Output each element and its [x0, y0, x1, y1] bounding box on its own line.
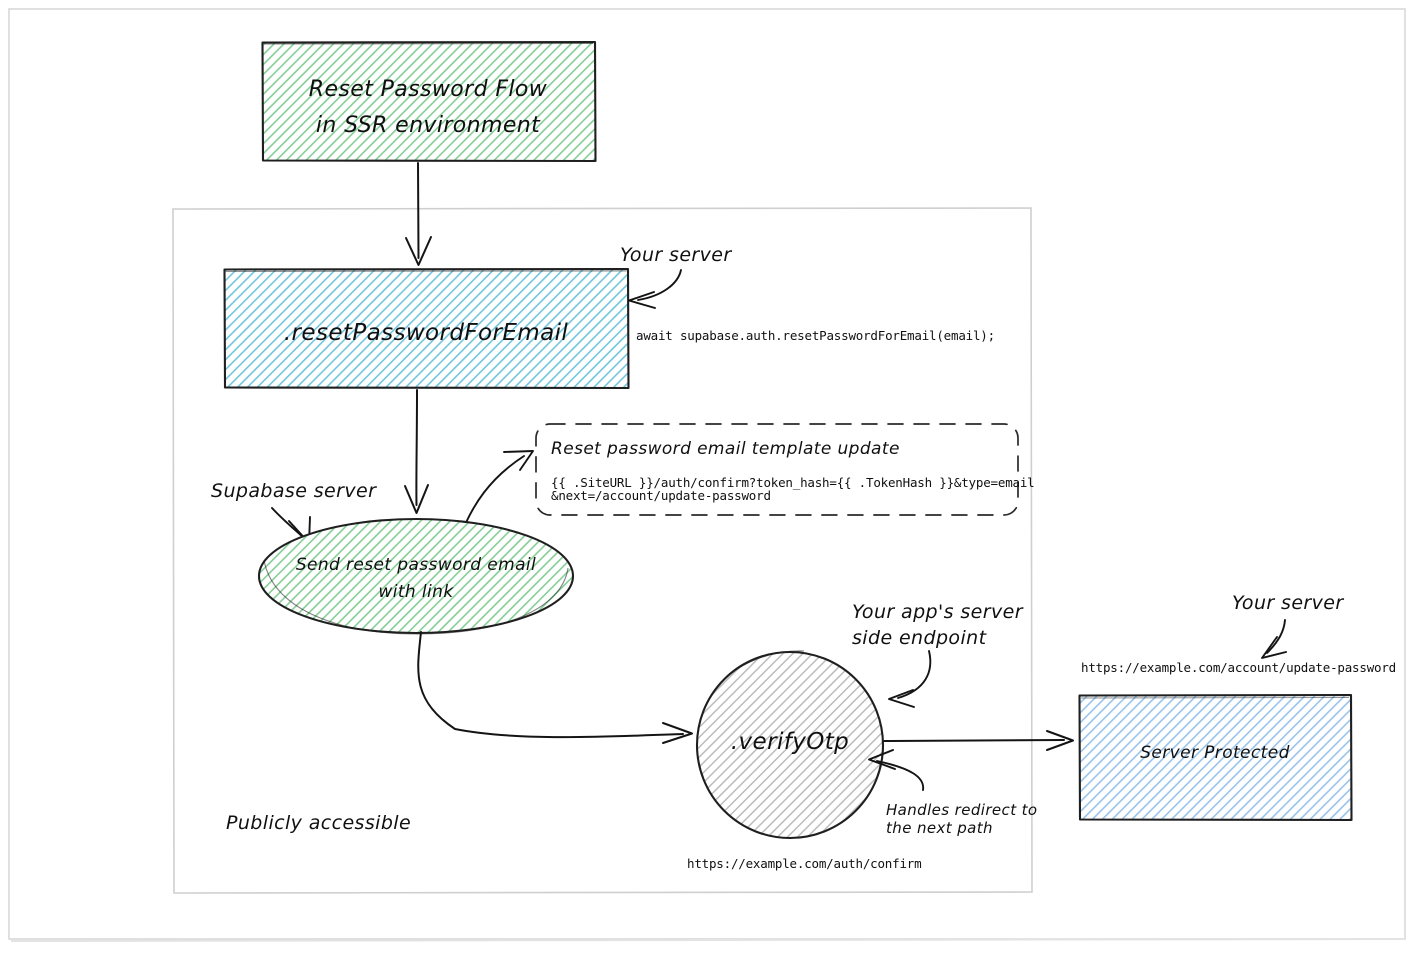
arrow-your-server-right	[1261, 619, 1287, 659]
arrow-verifyotp-to-server-protected	[883, 730, 1074, 751]
arrow-title-to-reset	[405, 162, 432, 266]
node-server-protected	[1078, 693, 1353, 822]
title-line-2: in SSR environment	[316, 113, 541, 138]
annotation-handles-redirect-line-1: Handles redirect to	[886, 801, 1038, 819]
arrow-app-endpoint	[888, 650, 932, 708]
ellipse-label-line-1: Send reset password email	[296, 555, 536, 575]
url-update-password: https://example.com/account/update-passw…	[1081, 660, 1396, 675]
arrow-reset-to-ellipse	[404, 389, 429, 514]
node-verify-otp	[695, 650, 885, 840]
url-auth-confirm: https://example.com/auth/confirm	[687, 856, 921, 871]
annotation-app-endpoint-line-2: side endpoint	[852, 627, 988, 649]
arrow-your-server-top	[628, 269, 682, 309]
node-send-reset-email	[257, 517, 575, 635]
annotation-app-endpoint-line-1: Your app's server	[852, 601, 1024, 623]
dashed-box-email-template	[535, 423, 1019, 516]
publicly-accessible-container	[172, 207, 1033, 894]
dashed-box-code-line-1: {{ .SiteURL }}/auth/confirm?token_hash={…	[551, 475, 1035, 490]
arrow-ellipse-to-verifyotp	[417, 631, 693, 744]
code-reset-call: await supabase.auth.resetPasswordForEmai…	[636, 328, 995, 343]
annotation-supabase-server: Supabase server	[211, 480, 377, 502]
node-reset-label: .resetPasswordForEmail	[284, 320, 569, 346]
circle-label-verifyotp: .verifyOtp	[731, 729, 849, 755]
annotation-your-server-top: Your server	[620, 244, 732, 266]
dashed-box-code-line-2: &next=/account/update-password	[551, 488, 771, 503]
node-reset-password-for-email	[223, 267, 630, 390]
node-title-box	[261, 40, 597, 163]
annotation-handles-redirect-line-2: the next path	[886, 819, 993, 837]
dashed-box-title: Reset password email template update	[551, 439, 900, 459]
arrow-handles-redirect	[868, 749, 924, 791]
server-protected-label: Server Protected	[1140, 743, 1290, 763]
annotation-your-server-right: Your server	[1232, 592, 1344, 614]
title-line-1: Reset Password Flow	[309, 77, 548, 102]
ellipse-label-line-2: with link	[378, 582, 454, 602]
container-label-publicly-accessible: Publicly accessible	[226, 812, 411, 834]
